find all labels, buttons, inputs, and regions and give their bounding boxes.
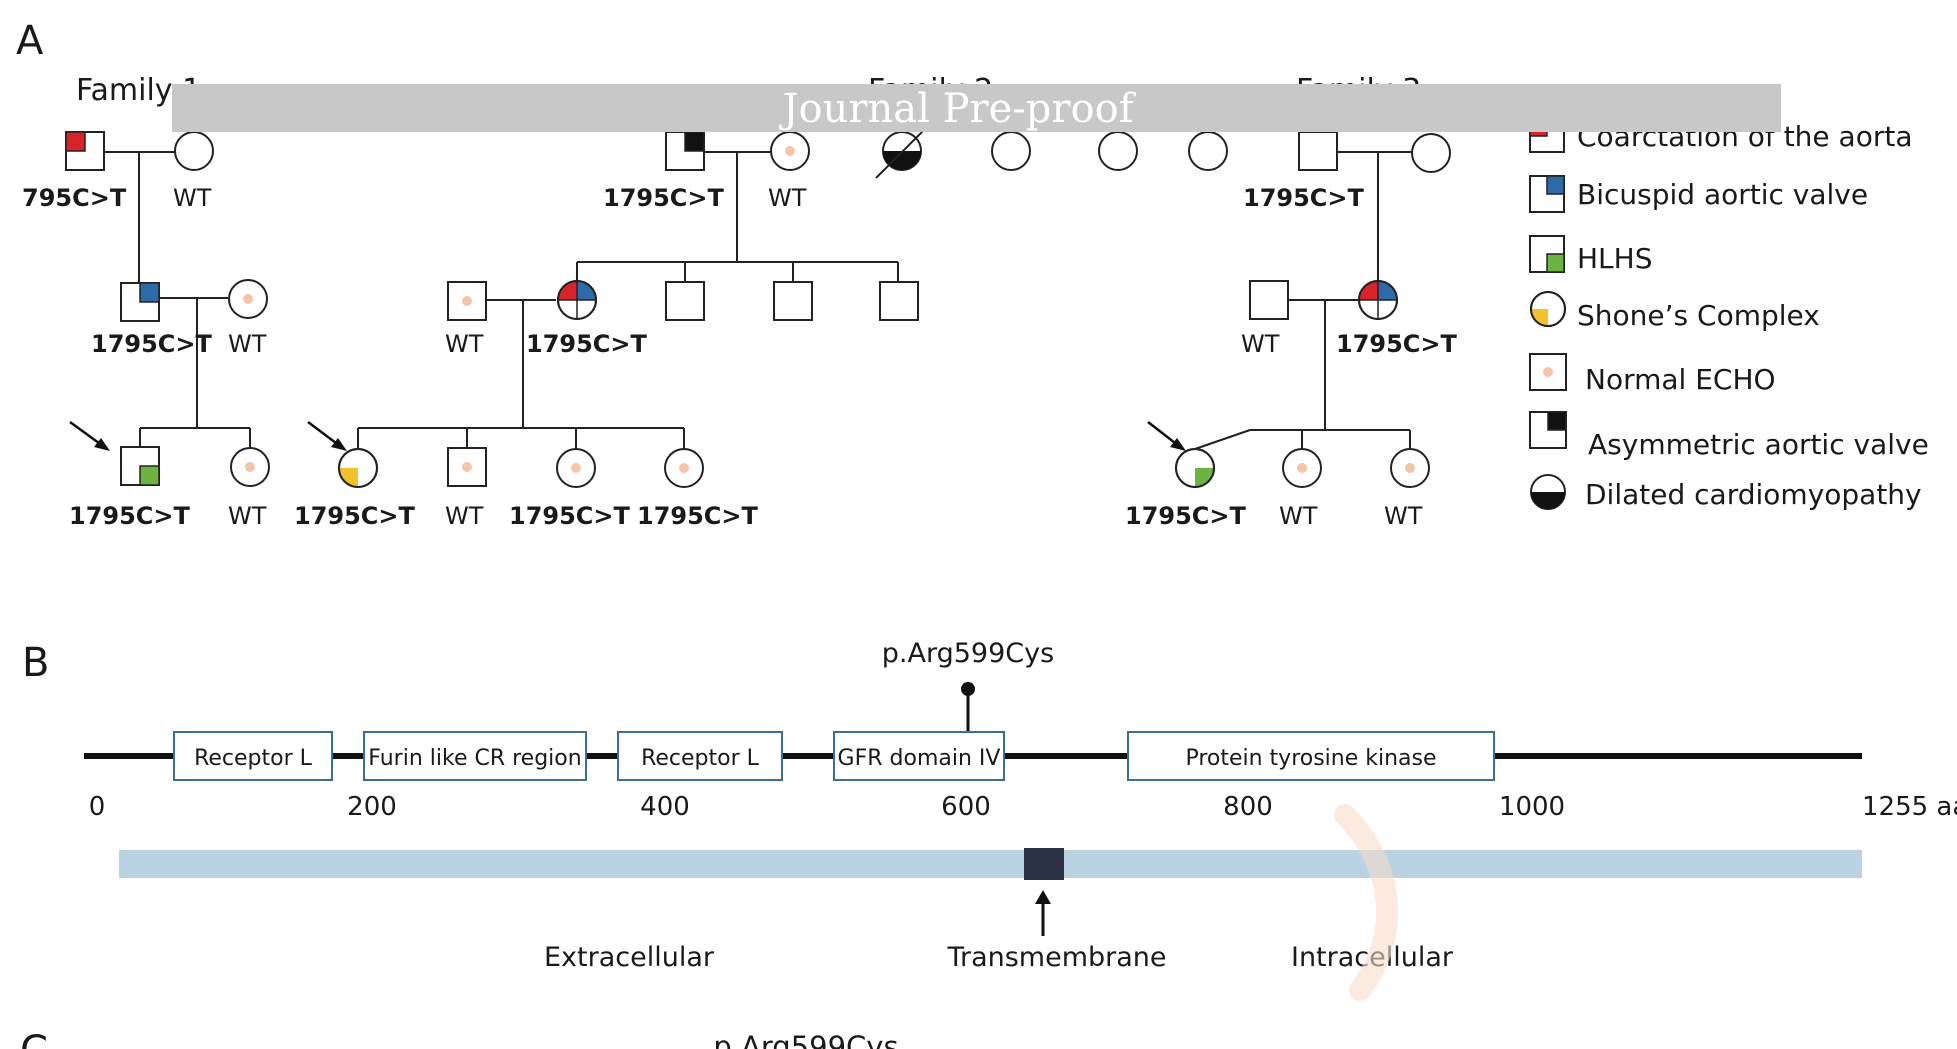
f2-father-genotype: WT [445,330,484,358]
svg-text:Receptor L: Receptor L [641,746,760,771]
legend-label-shone: Shone’s Complex [1577,299,1820,332]
f1-proband-genotype: 1795C>T [69,502,191,530]
f3-proband-hlhs [1175,448,1215,488]
tick-600: 600 [941,792,991,822]
tick-400: 400 [640,792,690,822]
f2-proband-genotype: 1795C>T [294,502,416,530]
f2-uncle-square-1 [665,281,705,321]
f3-grandfather-unaffected [1298,131,1338,171]
f2-grandmother-genotype: WT [768,184,807,212]
legend-shone-symbol [1530,291,1566,327]
mutation-label: p.Arg599Cys [882,638,1054,669]
f2-brother-normal-echo [447,447,487,487]
legend-label-hlhs: HLHS [1577,242,1652,275]
legend-bicuspid-symbol [1529,175,1565,213]
legend-hlhs-symbol [1529,235,1565,273]
mutation-head [961,682,975,696]
panel-label-b: B [22,640,49,686]
f3-proband-arrow [1147,421,1186,451]
f2-proband-shone [338,448,378,488]
journal-preproof-banner [172,84,1781,132]
domain-gfr-iv: GFR domain IV [833,731,1005,781]
membrane-topology-bar [119,850,1862,878]
svg-text:GFR domain IV: GFR domain IV [838,746,1001,771]
f1-grandmother-unaffected [174,131,214,171]
legend: Coarctation of the aorta Bicuspid aortic… [1529,119,1929,511]
f3-father-unaffected [1249,280,1289,320]
domain-tyrosine-kinase: Protein tyrosine kinase [1127,731,1495,781]
f1-father-bicuspid [120,282,160,322]
f3-sibling-normal-echo-1 [1282,448,1322,488]
pedigree-lines [104,151,1412,450]
f2-mother-genotype: 1795C>T [526,330,648,358]
transmembrane-box [1024,848,1064,880]
f2-proband-arrow [307,421,347,451]
f3-sibling-2-genotype: WT [1384,502,1423,530]
legend-asymmetric-valve-symbol [1529,411,1567,449]
f1-grandfather-coarctation [65,131,105,171]
tick-total: 1255 aa [1862,792,1957,822]
f1-grandmother-genotype: WT [173,184,212,212]
domain-furin-like: Furin like CR region [363,731,587,781]
f3-mother-genotype: 1795C>T [1336,330,1458,358]
svg-text:Receptor L: Receptor L [194,746,313,771]
f1-grandfather-genotype: 795C>T [22,184,127,212]
f2-father-normal-echo [447,281,487,321]
panel-label-a: A [16,18,44,64]
f3-sibling-1-genotype: WT [1279,502,1318,530]
transmembrane-arrow-head [1035,890,1051,904]
f1-proband-hlhs [120,446,160,486]
region-extracellular: Extracellular [544,942,715,973]
domain-receptor-l-1: Receptor L [173,731,333,781]
legend-label-dcm: Dilated cardiomyopathy [1585,478,1922,511]
f2-sister-normal-echo-2 [664,448,704,488]
f1-mother-normal-echo [228,279,268,319]
panel-label-c: C [20,1028,48,1049]
legend-label-asymmetric-valve: Asymmetric aortic valve [1588,428,1929,461]
svg-text:Furin like CR region: Furin like CR region [368,746,581,771]
region-transmembrane: Transmembrane [946,942,1166,973]
watermark-arc [1334,804,1399,1001]
legend-label-normal-echo: Normal ECHO [1585,363,1776,396]
f2-brother-genotype: WT [445,502,484,530]
f3-grandfather-genotype: 1795C>T [1243,184,1365,212]
f2-grandfather-genotype: 1795C>T [603,184,725,212]
f1-sister-normal-echo [230,447,270,487]
f1-proband-arrow [69,420,110,451]
tick-0: 0 [89,792,106,822]
f2-mother-coarctation-bicuspid [557,280,597,320]
f2-relative-circle-2 [1098,131,1138,171]
f2-deceased-dcm [875,125,929,179]
domain-receptor-l-2: Receptor L [617,731,783,781]
journal-preproof-text: Journal Pre-proof [778,86,1136,132]
legend-label-bicuspid: Bicuspid aortic valve [1577,178,1868,211]
f3-grandmother-unaffected [1411,133,1451,173]
svg-text:Protein tyrosine kinase: Protein tyrosine kinase [1185,746,1436,771]
f1-father-genotype: 1795C>T [91,330,213,358]
f2-sister-normal-echo-1 [556,448,596,488]
f1-mother-genotype: WT [228,330,267,358]
f3-father-genotype: WT [1241,330,1280,358]
f1-sister-genotype: WT [228,502,267,530]
f3-proband-genotype: 1795C>T [1125,502,1247,530]
f3-mother-coarctation-bicuspid [1358,280,1398,320]
f2-grandfather-asymmetric [665,131,705,171]
legend-dcm-symbol [1530,474,1566,510]
f2-sister-2-genotype: 1795C>T [637,502,759,530]
f2-grandmother-normal-echo [770,131,810,171]
panel-c-mutation-label: p.Arg599Cys [713,1030,898,1049]
legend-normal-echo-symbol [1529,353,1567,391]
tick-200: 200 [347,792,397,822]
tick-1000: 1000 [1499,792,1565,822]
f2-relative-circle-3 [1188,131,1228,171]
f2-relative-circle-1 [991,131,1031,171]
f2-uncle-square-2 [773,281,813,321]
f2-sister-1-genotype: 1795C>T [509,502,631,530]
f3-sibling-normal-echo-2 [1390,448,1430,488]
f2-uncle-square-3 [879,281,919,321]
tick-800: 800 [1223,792,1273,822]
